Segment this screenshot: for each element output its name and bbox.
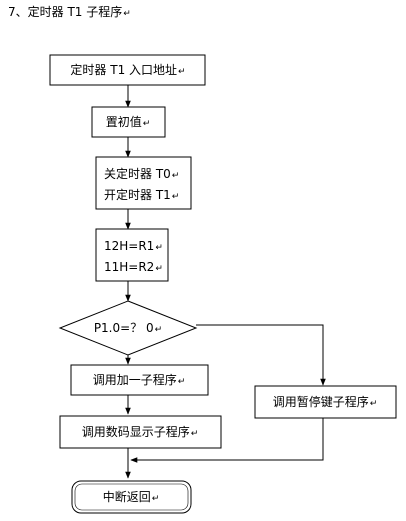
- page-heading: 7、定时器 T1 子程序↵: [8, 4, 131, 19]
- paragraph-mark: ↵: [178, 67, 186, 77]
- node-call-pause: 调用暂停键子程序↵: [254, 385, 397, 419]
- node-timer-control: 关定时器 T0↵ 开定时器 T1↵: [95, 156, 192, 210]
- node-call-add: 调用加一子程序↵: [70, 364, 209, 396]
- node-init: 置初值↵: [91, 106, 166, 138]
- paragraph-mark: ↵: [172, 171, 180, 181]
- node-registers-line-1: 12H=R1↵: [104, 239, 163, 253]
- paragraph-mark: ↵: [370, 399, 378, 409]
- paragraph-mark: ↵: [155, 325, 163, 335]
- edge-pause-merge: [130, 418, 324, 463]
- paragraph-mark: ↵: [143, 119, 151, 129]
- node-decision: P1.0=？ 0↵: [58, 300, 198, 356]
- paragraph-mark: ↵: [191, 429, 199, 439]
- node-call-add-label: 调用加一子程序↵: [93, 372, 186, 387]
- node-return: 中断返回↵: [71, 480, 192, 514]
- node-return-label: 中断返回↵: [103, 489, 160, 504]
- paragraph-mark: ↵: [178, 377, 186, 387]
- node-registers-line-2: 11H=R2↵: [104, 260, 163, 274]
- paragraph-mark: ↵: [155, 243, 163, 253]
- paragraph-mark: ↵: [123, 9, 131, 19]
- node-entry-label: 定时器 T1 入口地址↵: [70, 62, 185, 77]
- node-call-pause-label: 调用暂停键子程序↵: [273, 394, 378, 409]
- node-decision-label: P1.0=？ 0↵: [94, 321, 162, 335]
- paragraph-mark: ↵: [172, 192, 180, 202]
- paragraph-mark: ↵: [155, 264, 163, 274]
- node-timer-line-1: 关定时器 T0↵: [104, 166, 179, 181]
- flow-connectors: [125, 85, 326, 479]
- node-entry: 定时器 T1 入口地址↵: [49, 54, 206, 86]
- node-call-display-label: 调用数码显示子程序↵: [82, 424, 199, 439]
- node-init-label: 置初值↵: [106, 114, 151, 129]
- node-timer-line-2: 开定时器 T1↵: [104, 187, 179, 202]
- node-call-display: 调用数码显示子程序↵: [59, 415, 222, 449]
- paragraph-mark: ↵: [152, 494, 160, 504]
- node-registers: 12H=R1↵ 11H=R2↵: [95, 228, 169, 282]
- edge-decision-pause: [196, 324, 326, 386]
